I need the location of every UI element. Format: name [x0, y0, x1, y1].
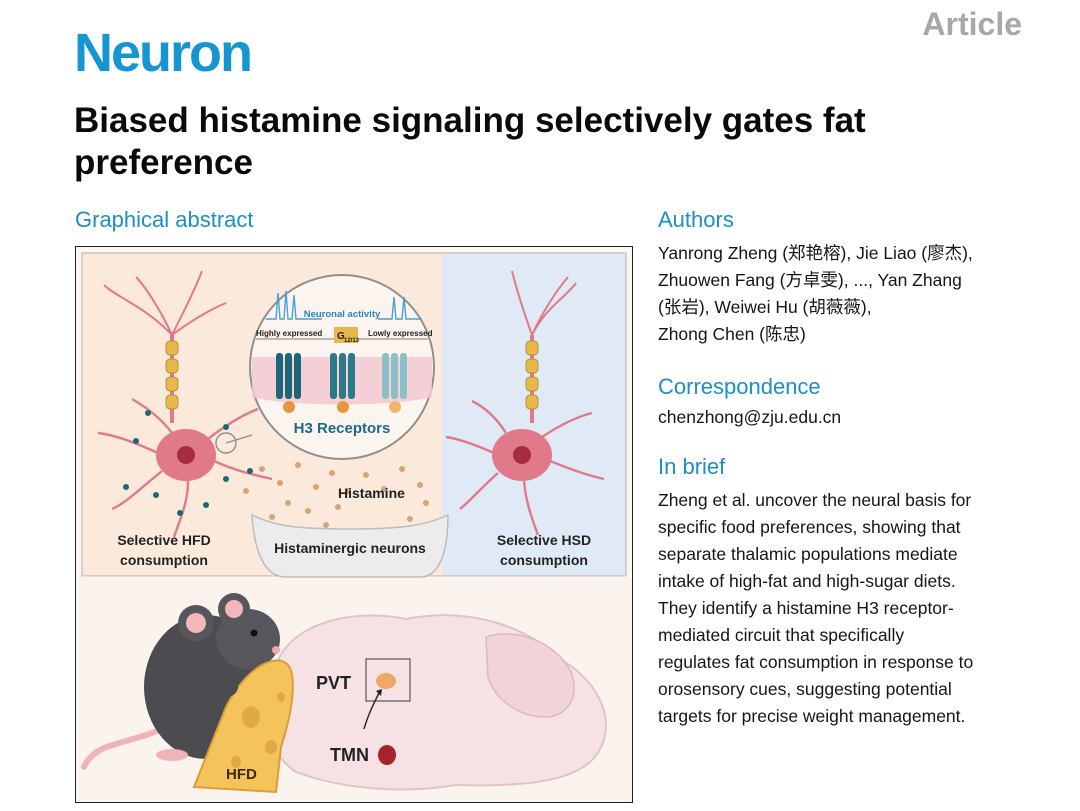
in-brief-line: Zheng et al. uncover the neural basis fo…	[658, 490, 972, 510]
in-brief-line: specific food preferences, showing that	[658, 517, 961, 537]
receptor-medium	[330, 353, 355, 413]
in-brief-line: mediated circuit that specifically	[658, 625, 905, 645]
cheese-block	[192, 659, 294, 794]
in-brief-line: intake of high-fat and high-sugar diets.	[658, 571, 956, 591]
receptor-dark	[276, 353, 301, 413]
tmn-label: TMN	[330, 745, 369, 765]
g-protein-badge	[334, 327, 358, 343]
author-line: (张岩), Weiwei Hu (胡薇薇),	[658, 297, 872, 317]
cerebellum	[485, 633, 575, 718]
article-type-label: Article	[922, 6, 1022, 42]
author-line: Zhuowen Fang (方卓雯), ..., Yan Zhang	[658, 270, 962, 290]
correspondence-email[interactable]: chenzhong@zju.edu.cn	[658, 407, 842, 427]
graphical-abstract-heading: Graphical abstract	[75, 207, 254, 232]
hfd-receptor-dots	[123, 410, 253, 516]
pvt-zoom-box	[365, 658, 411, 702]
g-protein-label: G	[337, 331, 345, 342]
correspondence-heading: Correspondence	[658, 374, 821, 399]
hfd-cheese-label: HFD	[226, 766, 257, 783]
mouse-foot	[156, 749, 188, 761]
author-line: Zhong Chen (陈忠)	[658, 324, 806, 344]
tmn-region	[378, 745, 396, 765]
magnifier-pointer	[225, 434, 253, 444]
paper-title: Biased histamine signaling selectively g…	[74, 101, 866, 182]
g-protein-subscript: 12/13	[344, 338, 360, 344]
h3-receptors-label: H3 Receptors	[294, 420, 391, 437]
in-brief-line: orosensory cues, suggesting potential	[658, 679, 952, 699]
hfd-caption-line1: Selective HFD	[117, 532, 210, 548]
hfd-neuron-nucleus	[177, 446, 195, 464]
hsd-neuron-nucleus	[513, 446, 531, 464]
hfd-neuron-dendrites-top	[103, 270, 227, 336]
cheese-hole	[231, 756, 241, 768]
cheese-hole	[277, 692, 285, 702]
authors-heading: Authors	[658, 207, 734, 232]
hfd-neuron-dendrites	[97, 397, 273, 538]
lowly-expressed-label: Lowly expressed	[368, 329, 433, 338]
author-line: Yanrong Zheng (郑艳榕), Jie Liao (廖杰),	[658, 243, 973, 263]
histamine-dots	[243, 462, 429, 528]
graphical-abstract-svg: PVT TMN HFD	[76, 252, 632, 802]
low-activity-trace	[378, 296, 422, 320]
high-activity-trace	[266, 290, 322, 320]
magnifier-source	[215, 432, 237, 454]
pvt-arrow	[363, 692, 380, 730]
in-brief-line: separate thalamic populations mediate	[658, 544, 958, 564]
hsd-caption-line2: consumption	[500, 552, 588, 568]
journal-logo: Neuron	[74, 23, 253, 83]
in-brief-line: regulates fat consumption in response to	[658, 652, 974, 672]
graphical-abstract-figure: PVT TMN HFD	[75, 246, 633, 803]
histamine-label: Histamine	[338, 485, 405, 501]
hfd-caption-line2: consumption	[120, 552, 208, 568]
mouse-ear-left-inner	[186, 613, 206, 633]
in-brief-text: Zheng et al. uncover the neural basis fo…	[658, 487, 1068, 730]
authors-list: Yanrong Zheng (郑艳榕), Jie Liao (廖杰), Zhuo…	[658, 240, 1058, 348]
highly-expressed-label: Highly expressed	[256, 329, 322, 338]
hsd-myelin-sheath	[525, 340, 539, 410]
hsd-neuron-dendrites	[445, 399, 605, 536]
histaminergic-neurons-label: Histaminergic neurons	[274, 540, 426, 556]
in-brief-line: They identify a histamine H3 receptor-	[658, 598, 954, 618]
hfd-myelin-sheath	[165, 340, 179, 410]
hsd-neuron-dendrites-top	[511, 270, 577, 336]
in-brief-heading: In brief	[658, 454, 726, 479]
neuronal-activity-label: Neuronal activity	[304, 309, 381, 320]
mouse-eye	[250, 629, 258, 637]
histaminergic-neurons-region	[251, 513, 449, 578]
in-brief-line: targets for precise weight management.	[658, 706, 966, 726]
cheese-hole	[265, 740, 277, 754]
cheese-hole	[242, 706, 260, 728]
pvt-arrow-head	[376, 689, 382, 696]
pvt-label: PVT	[316, 673, 351, 693]
receptor-light	[382, 353, 407, 413]
pvt-region	[376, 673, 396, 689]
mouse-nose	[272, 646, 280, 654]
hsd-caption-line1: Selective HSD	[497, 532, 591, 548]
mouse-ear-right-inner	[225, 600, 243, 618]
mouse-paw	[214, 677, 238, 697]
